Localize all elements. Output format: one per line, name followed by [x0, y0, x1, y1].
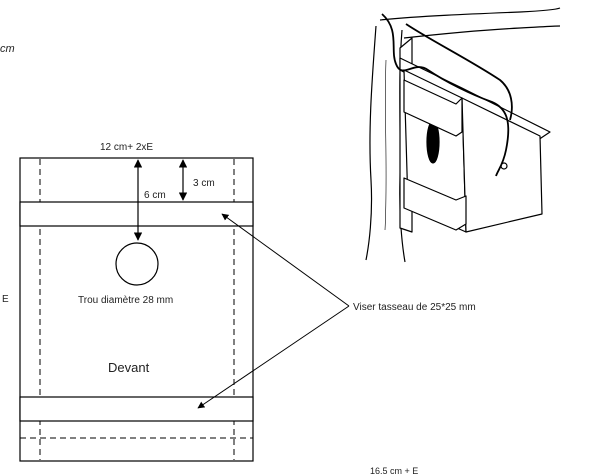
leader-top: [221, 213, 350, 307]
front-panel: [19, 157, 254, 462]
bottom-batten: [19, 396, 254, 422]
screw-leaders: [197, 213, 350, 409]
dimension-arrows: [133, 159, 188, 241]
hole-label: Trou diamètre 28 mm: [78, 295, 173, 306]
entrance-hole: [115, 242, 159, 286]
bottom-dim-label: 16.5 cm + E: [370, 466, 418, 476]
tree-trunk: [365, 25, 406, 263]
illustration-batten-top: [403, 79, 463, 137]
illustration-batten-bottom: [403, 177, 467, 231]
screw-note: Viser tasseau de 25*25 mm: [353, 302, 476, 313]
trunk-texture: [384, 59, 387, 231]
leader-bottom: [197, 305, 350, 409]
birdhouse-illustration: [365, 7, 561, 263]
branch: [379, 7, 561, 39]
dim-3cm-label: 3 cm: [193, 178, 215, 189]
front-label: Devant: [108, 360, 150, 375]
dim-6cm-label: 6 cm: [144, 190, 166, 201]
width-top-label: 12 cm+ 2xE: [100, 142, 153, 153]
e-partial-label: E: [2, 294, 9, 305]
hanging-wire: [381, 13, 513, 177]
top-batten: [19, 201, 254, 227]
panel-outline: [19, 157, 254, 462]
cm-partial-label: cm: [0, 43, 15, 55]
